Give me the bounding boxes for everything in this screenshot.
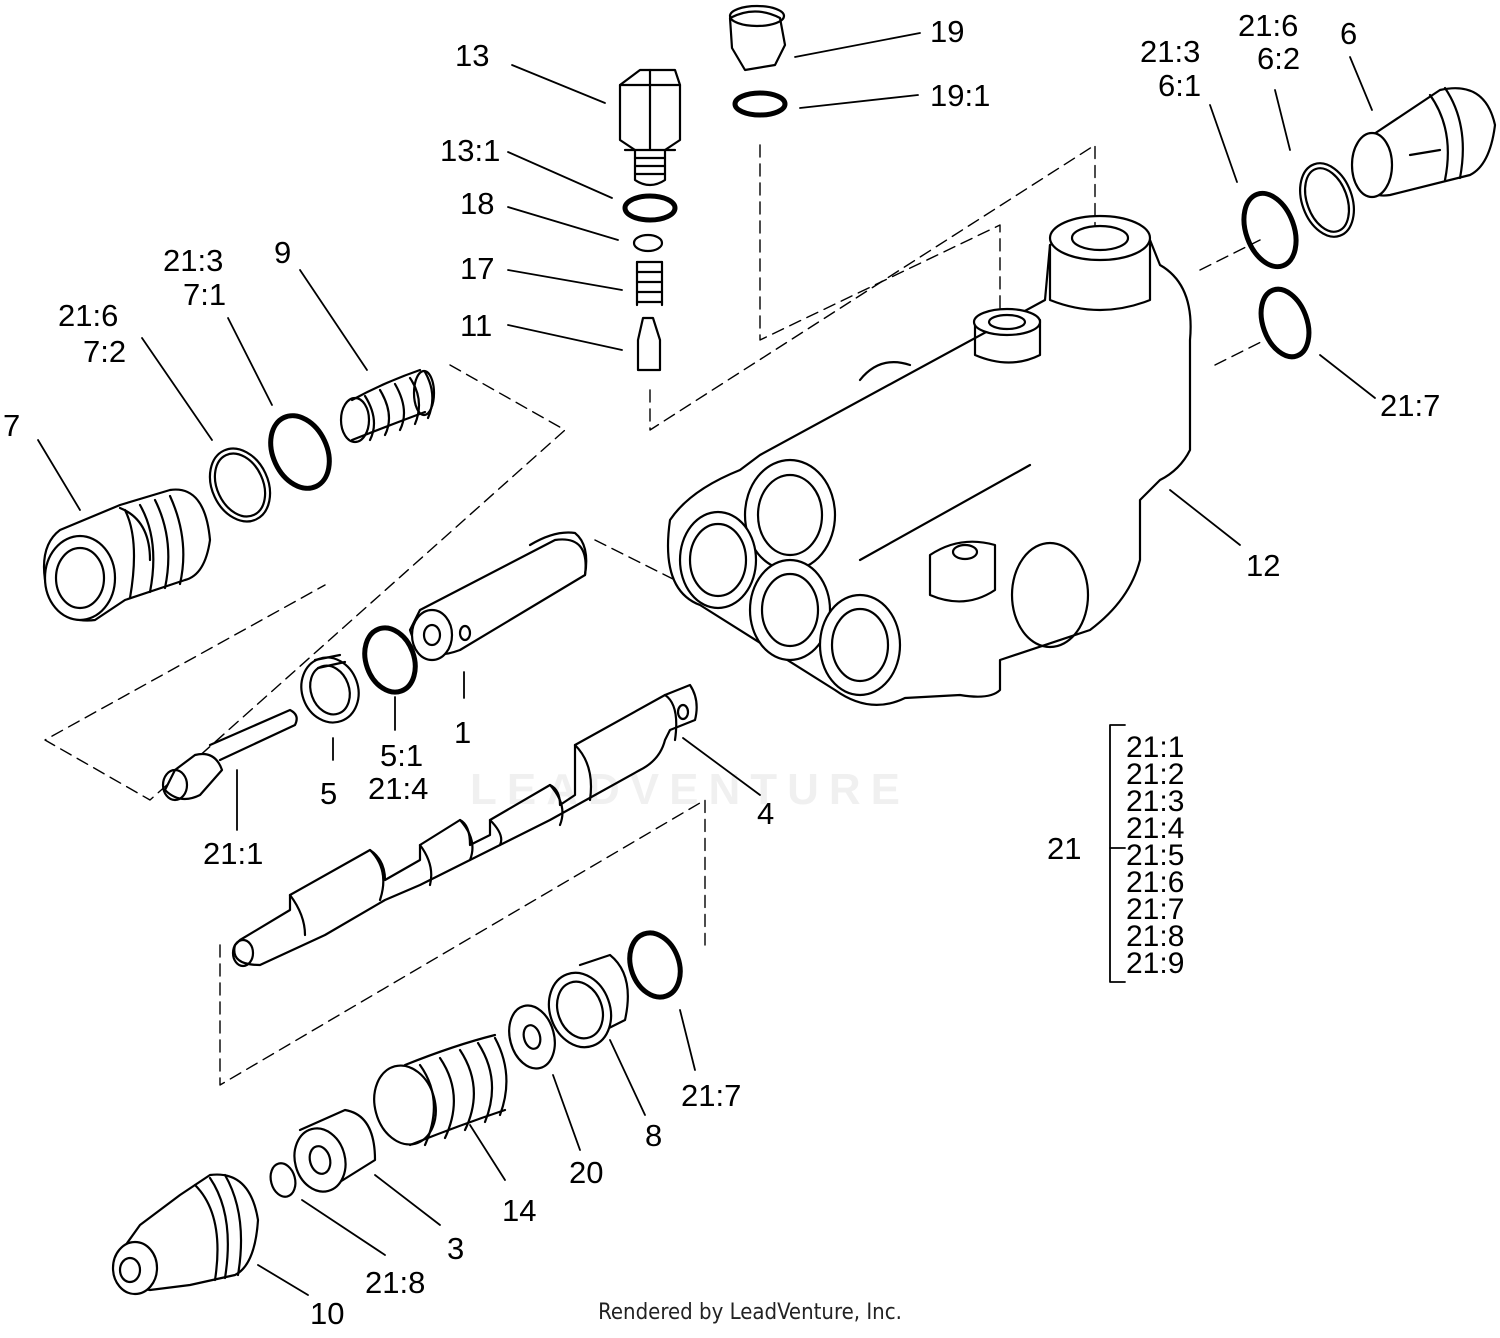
callout-21-6-left: 21:6 [58,298,119,333]
callout-4: 4 [757,796,775,831]
callout-3: 3 [447,1231,465,1266]
callout-13-1: 13:1 [440,133,501,168]
callout-19: 19 [930,14,965,49]
callout-7-2: 7:2 [83,334,127,369]
washer-part-20 [508,1004,556,1070]
plug-part-19 [728,4,787,72]
callout-9: 9 [274,235,292,270]
kit-item: 21:9 [1126,947,1185,980]
seal-ring-21-6-left [208,447,272,523]
pin-part-21-1 [161,708,298,802]
callout-20: 20 [569,1155,604,1190]
callout-21-3-right: 21:3 [1140,34,1201,69]
kit-item: 21:3 [1126,785,1185,818]
sleeve-part-1 [408,531,588,662]
callout-6: 6 [1340,16,1358,51]
callout-13: 13 [455,38,490,73]
callout-21-7-bottom: 21:7 [681,1078,742,1113]
leader-lines [37,32,1376,1296]
oring-21-7-right [1258,286,1312,360]
kit-item: 21:7 [1126,893,1185,926]
callout-21: 21 [1047,831,1082,866]
spring-part-17 [635,260,664,307]
callout-21-8: 21:8 [365,1265,426,1300]
callout-19-1: 19:1 [930,78,991,113]
spring-part-9 [339,368,436,444]
callout-21-1: 21:1 [203,836,264,871]
spring-part-5 [300,653,360,724]
callout-21-4: 21:4 [368,771,429,806]
plug-part-10 [111,1173,260,1296]
seal-ring-21-6-right [1299,162,1355,238]
callout-6-1: 6:1 [1158,68,1202,103]
callout-14: 14 [502,1193,537,1228]
valve-part-13 [618,68,682,187]
cap-part-8 [547,953,629,1049]
poppet-part-11 [636,316,662,372]
kit-item: 21:5 [1126,839,1185,872]
callout-11: 11 [460,308,493,343]
kit-item: 21:8 [1126,920,1185,953]
callout-6-2: 6:2 [1257,41,1301,76]
callout-5: 5 [320,776,338,811]
callout-21-6-right: 21:6 [1238,8,1299,43]
callout-17: 17 [460,251,495,286]
oring-19-1 [732,90,788,118]
callout-1: 1 [454,715,472,750]
kit-item: 21:1 [1126,731,1185,764]
callout-18: 18 [460,186,495,221]
spool-part-4 [231,683,698,968]
footer-credit: Rendered by LeadVenture, Inc. [598,1300,902,1325]
fitting-part-7 [42,488,212,622]
spring-part-14 [373,1033,508,1147]
watermark: LEADVENTURE [470,765,911,814]
plug-part-6 [1350,86,1497,199]
oring-21-3-left [268,413,332,491]
callout-8: 8 [645,1118,663,1153]
callout-7-1: 7:1 [183,277,227,312]
kit-item: 21:6 [1126,866,1185,899]
callout-7: 7 [3,408,21,443]
oring-5-1 [362,625,418,695]
assembly-guide-lines [44,144,1266,1086]
oring-21-8 [269,1162,297,1198]
ball-part-18 [632,233,664,253]
kit-item: 21:2 [1126,758,1185,791]
oring-21-3-right [1241,190,1299,270]
kit-item: 21:4 [1126,812,1185,845]
bushing-part-3 [293,1108,377,1193]
oring-21-7-bottom [627,930,683,1000]
callout-10: 10 [310,1296,345,1331]
callout-21-7-right: 21:7 [1380,388,1441,423]
valve-body-part-12 [666,214,1192,706]
callout-12: 12 [1246,548,1281,583]
oring-13-1 [622,193,678,223]
callout-5-1: 5:1 [380,738,424,773]
callout-21-3-left: 21:3 [163,243,224,278]
